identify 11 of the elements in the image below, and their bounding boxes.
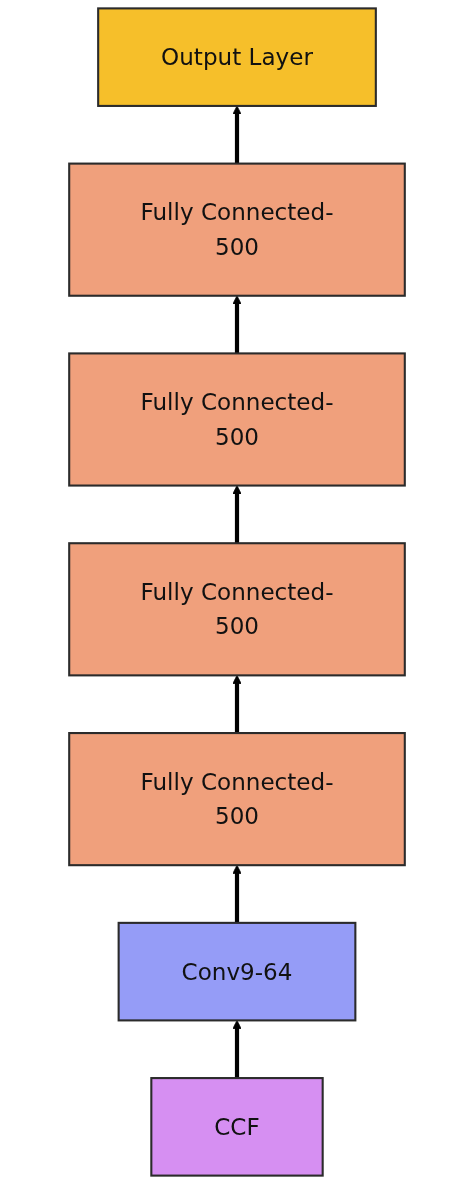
arrow bbox=[232, 105, 242, 164]
node-box: Conv9-64 bbox=[117, 921, 357, 1022]
arrow bbox=[232, 295, 242, 354]
node-box: Output Layer bbox=[97, 7, 377, 107]
node-box: CCF bbox=[150, 1077, 324, 1177]
arrow bbox=[232, 1020, 242, 1079]
node-box: Fully Connected-500 bbox=[68, 542, 406, 677]
arrow bbox=[232, 485, 242, 544]
node-box: Fully Connected-500 bbox=[68, 352, 406, 487]
node-box: Fully Connected-500 bbox=[68, 732, 406, 867]
node-box: Fully Connected-500 bbox=[68, 162, 406, 297]
